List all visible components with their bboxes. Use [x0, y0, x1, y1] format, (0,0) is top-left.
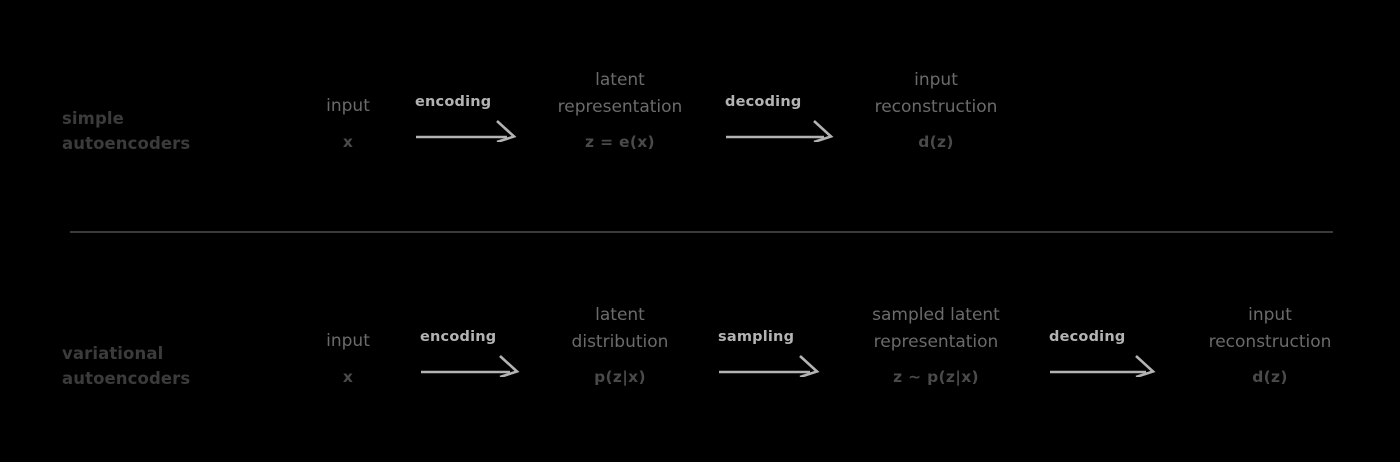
stage-title-line2: reconstruction: [1208, 332, 1332, 352]
row-label-simple-autoencoders: simple autoencoders: [62, 106, 190, 156]
arrow-label: decoding: [725, 94, 802, 110]
row-label-variational-autoencoders: variational autoencoders: [62, 341, 190, 391]
stage-title-line2: representation: [557, 97, 683, 117]
stage-title-line2: reconstruction: [874, 97, 998, 117]
stage-title-line1: sampled latent: [872, 305, 1000, 325]
stage-title-line1: latent: [595, 305, 645, 325]
stage-formula: z = e(x): [585, 133, 655, 151]
stage-title-line1: input: [326, 331, 370, 351]
arrow-label: encoding: [420, 329, 497, 345]
stage-sampled-latent-representation-variational: sampled latent representation z ~ p(z|x): [872, 302, 1000, 387]
stage-formula: z ~ p(z|x): [893, 368, 979, 386]
arrow-right-icon: [719, 355, 820, 377]
arrow-decoding-variational: decoding: [1049, 329, 1159, 377]
arrow-label: decoding: [1049, 329, 1126, 345]
stage-title-line2: representation: [873, 332, 999, 352]
stage-input-reconstruction-simple: input reconstruction d(z): [875, 67, 998, 152]
stage-latent-representation-simple: latent representation z = e(x): [558, 67, 683, 152]
stage-input-variational: input x: [326, 328, 370, 387]
arrow-right-icon: [416, 120, 517, 142]
stage-title-line1: input: [914, 70, 958, 90]
stage-input-reconstruction-variational: input reconstruction d(z): [1209, 302, 1332, 387]
stage-formula: p(z|x): [594, 368, 646, 386]
arrow-sampling-variational: sampling: [718, 329, 823, 377]
stage-latent-distribution-variational: latent distribution p(z|x): [572, 302, 669, 387]
stage-input-simple: input x: [326, 93, 370, 152]
stage-title-line1: input: [1248, 305, 1292, 325]
arrow-right-icon: [421, 355, 520, 377]
row-label-line2: autoencoders: [62, 369, 191, 388]
stage-formula: d(z): [1252, 368, 1288, 386]
arrow-right-icon: [726, 120, 834, 142]
stage-title-line1: latent: [595, 70, 645, 90]
stage-formula: x: [342, 368, 354, 386]
arrow-encoding-simple: encoding: [415, 94, 520, 142]
arrow-label: sampling: [718, 329, 795, 345]
stage-title-line2: distribution: [571, 332, 669, 352]
stage-formula: x: [342, 133, 354, 151]
stage-title-line1: input: [326, 96, 370, 116]
row-label-line1: simple: [62, 109, 124, 128]
row-label-line1: variational: [62, 344, 164, 363]
row-label-line2: autoencoders: [62, 134, 191, 153]
arrow-right-icon: [1050, 355, 1156, 377]
arrow-encoding-variational: encoding: [420, 329, 523, 377]
arrow-label: encoding: [415, 94, 492, 110]
stage-formula: d(z): [918, 133, 954, 151]
section-divider: [70, 231, 1333, 233]
arrow-decoding-simple: decoding: [725, 94, 837, 142]
